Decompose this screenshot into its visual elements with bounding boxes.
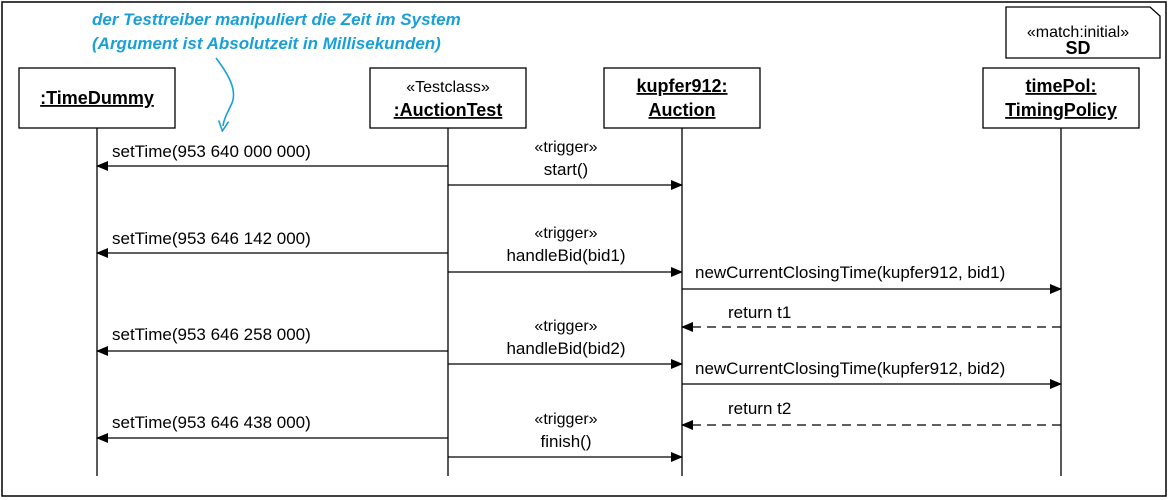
message-return-1: return t1 xyxy=(681,303,1061,332)
message-label: return t1 xyxy=(728,303,791,322)
message-label: setTime(953 640 000 000) xyxy=(112,142,311,161)
lifeline-auction: kupfer912: Auction xyxy=(603,67,761,476)
message-label: setTime(953 646 438 000) xyxy=(112,413,311,432)
message-label: start() xyxy=(544,160,588,179)
frame-tag-border xyxy=(1005,6,1161,59)
message-stereotype: «trigger» xyxy=(534,225,597,242)
lifeline-stereotype: «Testclass» xyxy=(406,79,490,96)
lifeline-type: TimingPolicy xyxy=(1005,100,1117,120)
lifeline-name: timePol: xyxy=(1025,76,1096,96)
message-settime-3: setTime(953 646 258 000) xyxy=(96,325,448,356)
message-settime-1: setTime(953 640 000 000) xyxy=(96,142,448,171)
message-stereotype: «trigger» xyxy=(534,318,597,335)
note-line-2: (Argument ist Absolutzeit in Millisekund… xyxy=(92,34,441,53)
message-stereotype: «trigger» xyxy=(534,139,597,156)
message-label: handleBid(bid1) xyxy=(506,246,625,265)
note: der Testtreiber manipuliert die Zeit im … xyxy=(92,10,461,126)
lifeline-timingpolicy: timePol: TimingPolicy xyxy=(982,67,1140,476)
message-closingtime-2: newCurrentClosingTime(kupfer912, bid2) xyxy=(682,359,1062,389)
message-label: newCurrentClosingTime(kupfer912, bid2) xyxy=(695,359,1005,378)
frame-stereotype: «match:initial» xyxy=(1027,24,1129,41)
lifeline-head xyxy=(369,67,527,129)
frame-name: SD xyxy=(1065,38,1090,58)
message-finish: «trigger» finish() xyxy=(448,411,683,462)
message-start: «trigger» start() xyxy=(448,139,683,190)
note-connector xyxy=(215,57,235,126)
message-label: finish() xyxy=(540,432,591,451)
lifeline-name: kupfer912: xyxy=(636,76,727,96)
message-stereotype: «trigger» xyxy=(534,411,597,428)
message-handlebid-2: «trigger» handleBid(bid2) xyxy=(448,318,683,369)
lifeline-head xyxy=(603,67,761,129)
frame-tag: «match:initial» SD xyxy=(1005,6,1161,59)
lifeline-timedummy: :TimeDummy xyxy=(18,67,176,476)
message-handlebid-1: «trigger» handleBid(bid1) xyxy=(448,225,683,277)
message-label: setTime(953 646 258 000) xyxy=(112,325,311,344)
message-return-2: return t2 xyxy=(681,399,1061,430)
message-label: return t2 xyxy=(728,399,791,418)
message-label: newCurrentClosingTime(kupfer912, bid1) xyxy=(695,263,1005,282)
lifeline-name: :TimeDummy xyxy=(40,88,154,108)
note-line-1: der Testtreiber manipuliert die Zeit im … xyxy=(92,10,461,29)
message-label: setTime(953 646 142 000) xyxy=(112,229,311,248)
lifeline-head xyxy=(982,67,1140,129)
lifeline-auctiontest: «Testclass» :AuctionTest xyxy=(369,67,527,476)
message-label: handleBid(bid2) xyxy=(506,339,625,358)
lifeline-type: Auction xyxy=(649,100,716,120)
message-settime-4: setTime(953 646 438 000) xyxy=(96,413,448,443)
message-closingtime-1: newCurrentClosingTime(kupfer912, bid1) xyxy=(682,263,1062,294)
lifeline-head xyxy=(18,67,176,129)
lifeline-name: :AuctionTest xyxy=(394,100,503,120)
message-settime-2: setTime(953 646 142 000) xyxy=(96,229,448,258)
